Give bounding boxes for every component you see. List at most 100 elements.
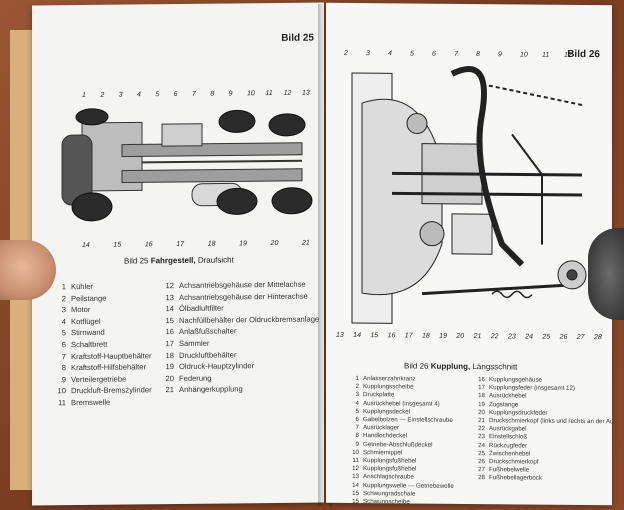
legend-number: 15	[352, 489, 359, 497]
callout-number: 17	[176, 241, 185, 248]
legend-number: 25	[478, 449, 485, 457]
legend-text: Kupplungswelle — Getriebewelle	[363, 481, 454, 490]
legend-text: Zugstange	[489, 400, 519, 409]
legend-text: Schwungradschale	[363, 489, 416, 498]
caption-subtitle: Längsschnitt	[472, 362, 518, 372]
legend-number: 9	[355, 440, 359, 448]
callout-number: 20	[270, 240, 279, 247]
legend-number: 19	[165, 362, 174, 372]
legend-item: 3 Motor	[54, 303, 152, 316]
callout-number: 26	[559, 334, 568, 341]
legend-text: Kupplungsdruckfeder	[489, 408, 548, 417]
callout-number: 12	[564, 52, 572, 59]
right-clip	[588, 228, 624, 320]
legend-text: Ausrückhebel	[489, 392, 527, 400]
legend-item: 6 Schaltbrett	[54, 338, 152, 351]
legend-text: Motor	[71, 305, 91, 315]
legend-text: Kupplungsgehäuse	[489, 376, 542, 384]
legend-text: Ölbadluftfilter	[179, 303, 224, 314]
legend-number: 17	[478, 384, 485, 392]
callout-number: 13	[302, 90, 310, 97]
callout-number: 25	[541, 334, 550, 341]
legend-number: 6	[61, 340, 66, 350]
callout-number: 3	[119, 92, 123, 99]
legend-text: Fußhebelwelle	[489, 466, 530, 474]
left-thumb	[0, 240, 56, 300]
legend-number: 10	[57, 386, 66, 396]
legend-number: 1	[355, 375, 359, 383]
legend-text: Druckschmierkopf	[489, 458, 539, 466]
legend-number: 3	[355, 391, 359, 399]
legend-text: Kühler	[71, 281, 93, 292]
callout-number: 22	[490, 333, 499, 340]
legend-number: 12	[165, 281, 174, 291]
legend-number: 18	[478, 392, 485, 400]
legend-number: 21	[478, 417, 485, 425]
legend-number: 4	[355, 399, 359, 407]
callout-number: 15	[113, 242, 121, 249]
callout-number: 21	[473, 333, 482, 340]
legend-number: 11	[352, 457, 359, 465]
legend-number: 27	[478, 466, 485, 474]
legend-number: 22	[478, 425, 485, 433]
figure-caption: Bild 25 Fahrgestell, Draufsicht	[124, 255, 234, 265]
legend-text: Ausrückgabel	[489, 425, 527, 433]
legend-number: 12	[352, 465, 359, 473]
legend-number: 23	[478, 433, 485, 441]
legend-number: 5	[355, 407, 359, 415]
callout-number: 6	[432, 51, 436, 58]
legend-text: Einstellschloß	[489, 433, 528, 441]
legend-text: Schmiernippel	[363, 448, 403, 457]
legend-text: Peilstange	[71, 293, 107, 303]
legend-number: 14	[352, 481, 359, 489]
callout-number: 2	[99, 92, 104, 99]
callout-number: 9	[229, 90, 233, 97]
legend-text: Getriebe-Abschlußdeckel	[363, 440, 433, 449]
callout-number: 4	[137, 91, 141, 98]
legend-number: 3	[61, 305, 66, 315]
legend-number: 20	[478, 408, 485, 416]
legend-number: 21	[165, 385, 174, 395]
legend-number: 4	[61, 316, 66, 326]
callout-number: 3	[366, 50, 370, 57]
legend-text: Bremswelle	[71, 397, 111, 408]
legend-text: Achsantriebsgehäuse der Hinterachse	[179, 291, 308, 302]
legend-number: 18	[165, 350, 174, 360]
callout-number: 19	[439, 333, 447, 340]
legend-number: 16	[165, 327, 174, 337]
legend-number: 8	[61, 363, 66, 373]
callout-number: 24	[524, 333, 533, 340]
legend-text: Schaltbrett	[71, 339, 108, 350]
callout-number: 2	[343, 50, 348, 57]
legend-number: 16	[478, 376, 485, 384]
caption-title: Kupplung,	[430, 361, 471, 372]
legend-text: Federung	[179, 373, 212, 383]
legend-number: 13	[352, 473, 359, 481]
figure-tag: Bild 25	[281, 32, 314, 44]
legend-text: Anhängerkupplung	[179, 384, 243, 395]
callout-number: 5	[155, 91, 159, 98]
callout-number: 18	[208, 241, 216, 248]
legend-number: 19	[478, 400, 485, 408]
callout-number: 8	[210, 91, 214, 98]
legend-text: Nachfüllbehälter der Oldruckbremsanlage	[179, 314, 320, 325]
legend-text: Handlochdeckel	[363, 432, 408, 440]
legend-text: Druckschmierkopf (links und rechts an de…	[489, 417, 612, 426]
legend-text: Fußhebellagerbock	[489, 474, 542, 483]
legend-number: 9	[61, 374, 66, 384]
legend-text: Gabelbolzen — Einstellschraube	[363, 416, 453, 424]
callout-number: 10	[247, 90, 255, 97]
